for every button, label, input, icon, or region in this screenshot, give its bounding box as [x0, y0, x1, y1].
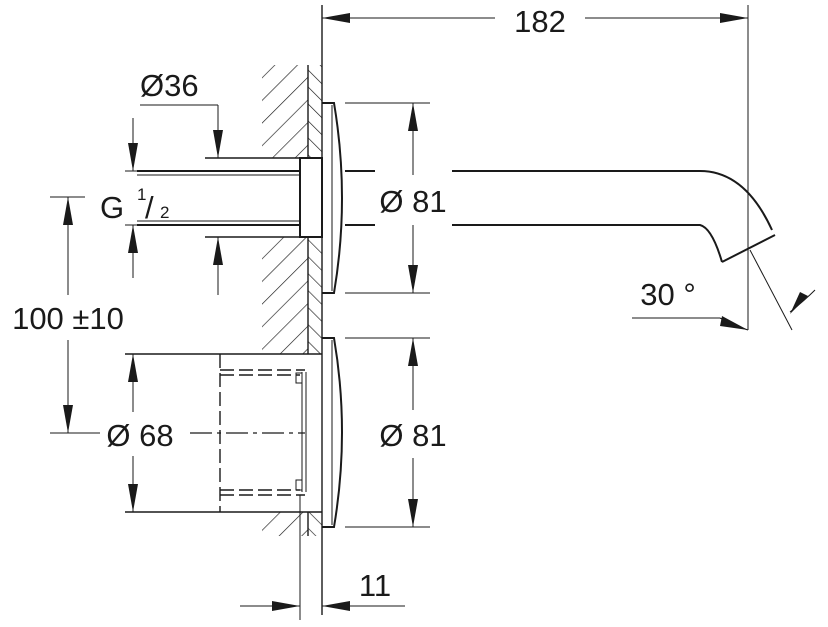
dimension-spacing: 100 ±10: [12, 196, 124, 434]
pipe-connection: [137, 157, 323, 238]
dimension-angle: 30 °: [632, 249, 816, 331]
dimension-thread: G 1 / 2: [100, 118, 169, 278]
dim-30-label: 30 °: [640, 277, 696, 312]
concealed-body: [125, 353, 322, 513]
dim-182-label: 182: [514, 4, 566, 39]
lower-rosette: [322, 337, 343, 528]
dim-11-label: 11: [359, 568, 391, 603]
dim-81-lower-label: Ø 81: [379, 418, 446, 453]
dimension-upper-rosette: Ø 81: [345, 102, 447, 294]
dimension-pipe-diameter: Ø36: [140, 68, 223, 295]
dim-100-label: 100 ±10: [12, 301, 124, 336]
dimension-depth: 11: [240, 495, 405, 620]
dimension-lower-rosette: Ø 81: [345, 337, 447, 528]
dimension-body-diameter: Ø 68: [106, 354, 174, 512]
thread-prefix: G: [100, 190, 124, 225]
thread-slash: /: [145, 190, 154, 225]
dim-68-label: Ø 68: [106, 418, 173, 453]
upper-rosette: [322, 102, 343, 294]
thread-numerator: 1: [137, 185, 146, 204]
dim-36-label: Ø36: [140, 68, 199, 103]
dimension-182: 182: [322, 4, 749, 330]
thread-denominator: 2: [160, 203, 169, 222]
wall-section: [262, 5, 323, 615]
dim-81-upper-label: Ø 81: [379, 184, 446, 219]
